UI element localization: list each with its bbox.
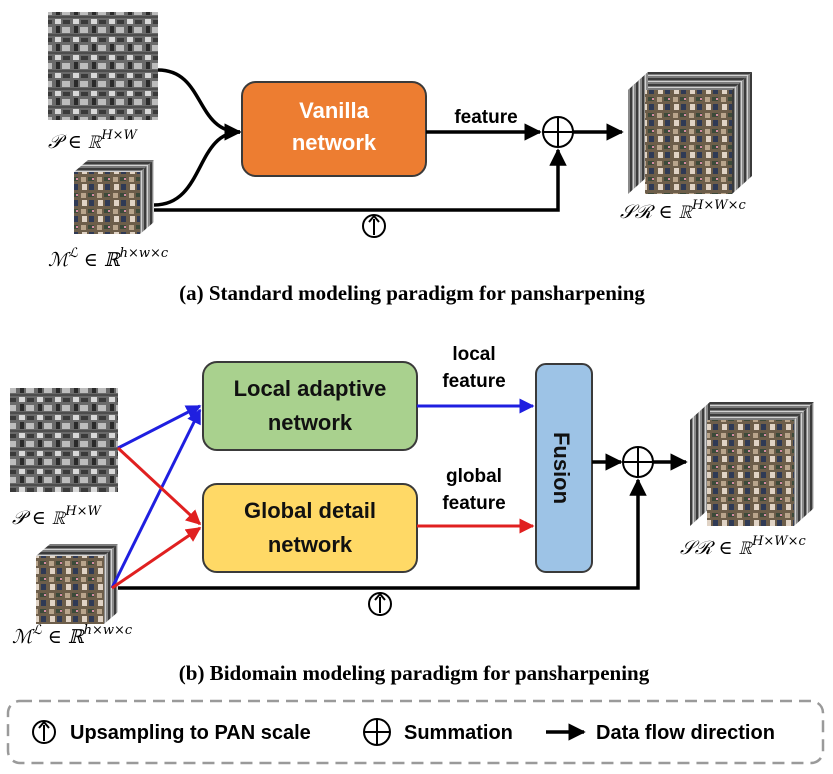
global-network-line1: Global detail bbox=[244, 498, 376, 523]
sr-cube-b bbox=[690, 402, 814, 526]
global-feature-label-1: global bbox=[446, 466, 502, 487]
panel-b: 𝒫 ∈ ℝH×W ℳℒ ∈ ℝh×w×c Local adaptive netw… bbox=[10, 344, 814, 685]
ms-cube-a bbox=[74, 160, 154, 234]
global-detail-network-box bbox=[202, 483, 418, 573]
caption-b: (b) Bidomain modeling paradigm for pansh… bbox=[179, 661, 650, 685]
upsampling-icon-b bbox=[368, 592, 392, 616]
fusion-box bbox=[535, 363, 593, 573]
vanilla-network-line2: network bbox=[292, 130, 377, 155]
legend-border bbox=[6, 699, 825, 765]
pan-to-network-curve bbox=[157, 68, 242, 141]
fusion-label: Fusion bbox=[549, 432, 574, 504]
pan-image-a bbox=[48, 12, 158, 120]
ms-cube-b bbox=[36, 544, 118, 624]
summation-legend-icon bbox=[363, 718, 391, 746]
skip-connection-b bbox=[118, 478, 647, 590]
sr-label-a: 𝒮ℛ ∈ ℝH×W×c bbox=[620, 198, 747, 223]
local-network-line2: network bbox=[268, 410, 353, 435]
legend: Upsampling to PAN scale Summation Data f… bbox=[6, 699, 825, 765]
vanilla-network-line1: Vanilla bbox=[299, 98, 369, 123]
local-network-line1: Local adaptive bbox=[234, 376, 387, 401]
pan-to-global-arrow bbox=[116, 446, 202, 526]
summation-node-b bbox=[622, 446, 654, 478]
summation-node-a bbox=[542, 116, 574, 148]
vanilla-network-box bbox=[241, 81, 427, 177]
pan-to-local-arrow bbox=[117, 404, 202, 450]
upsampling-legend-icon bbox=[32, 720, 56, 744]
ms-to-global-arrow bbox=[111, 526, 202, 590]
panel-a: 𝒫 ∈ ℝH×W ℳℒ ∈ ℝh×w×c Vanilla network fea… bbox=[48, 12, 752, 305]
ms-to-network-curve bbox=[153, 130, 241, 207]
pan-label-a: 𝒫 ∈ ℝH×W bbox=[48, 128, 139, 153]
global-feature-label-2: feature bbox=[442, 493, 505, 514]
local-feature-label-2: feature bbox=[442, 371, 505, 392]
global-network-line2: network bbox=[268, 532, 353, 557]
feature-label-a: feature bbox=[454, 107, 517, 128]
ms-to-local-arrow bbox=[110, 408, 202, 589]
ms-label-b: ℳℒ ∈ ℝh×w×c bbox=[12, 623, 133, 648]
sr-cube-a bbox=[628, 72, 752, 194]
legend-upsampling-text: Upsampling to PAN scale bbox=[70, 722, 311, 744]
sr-label-b: 𝒮ℛ ∈ ℝH×W×c bbox=[680, 534, 807, 559]
pan-image-b bbox=[10, 388, 118, 492]
local-feature-label-1: local bbox=[452, 344, 495, 365]
legend-summation-text: Summation bbox=[404, 722, 513, 744]
upsampling-icon-a bbox=[362, 214, 386, 238]
skip-connection-a bbox=[154, 148, 567, 212]
legend-dataflow-text: Data flow direction bbox=[596, 722, 775, 744]
pan-label-b: 𝒫 ∈ ℝH×W bbox=[12, 504, 103, 529]
ms-label-a: ℳℒ ∈ ℝh×w×c bbox=[48, 246, 169, 271]
caption-a: (a) Standard modeling paradigm for pansh… bbox=[179, 281, 645, 305]
